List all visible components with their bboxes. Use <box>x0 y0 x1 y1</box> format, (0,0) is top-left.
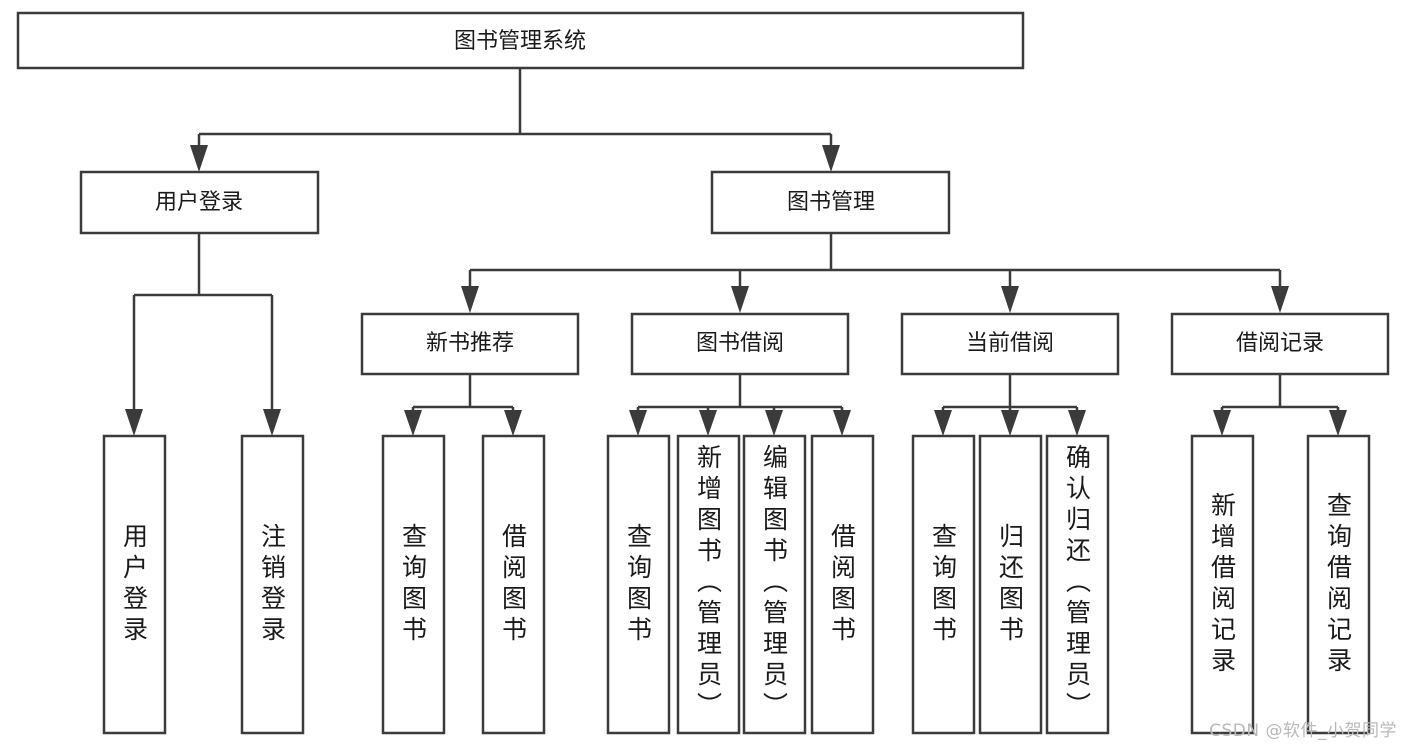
node-root[interactable]: 图书管理系统 <box>16 11 1025 70</box>
node-new-book-recommend[interactable]: 新书推荐 <box>360 312 580 376</box>
leaf-query-book-3-box[interactable] <box>911 434 976 735</box>
connector-currentborrow-to-leaves <box>941 374 1079 412</box>
connector-newbook-to-leaves <box>411 374 515 412</box>
node-book-management-label: 图书管理 <box>787 190 875 215</box>
node-root-label: 图书管理系统 <box>454 29 586 54</box>
arrowhead-book-management <box>822 145 840 172</box>
connector-layer <box>125 68 1347 436</box>
node-book-borrow[interactable]: 图书借阅 <box>630 312 850 376</box>
connector-bookmgmt-to-bus <box>468 233 1282 287</box>
connector-userlogin-to-bus <box>132 233 274 410</box>
node-user-login[interactable]: 用户登录 <box>79 170 320 235</box>
arrowhead-leaf-borrow-book-2 <box>833 410 851 436</box>
node-borrow-record-box[interactable] <box>1170 312 1390 376</box>
leaf-query-book-1-box[interactable] <box>381 434 446 735</box>
node-borrow-record-label: 借阅记录 <box>1236 331 1324 356</box>
csdn-watermark: CSDN @软件_小贺同学 <box>1209 721 1397 741</box>
leaf-user-login-box[interactable] <box>102 434 167 735</box>
connector-root-to-bus <box>197 68 833 146</box>
leaf-borrow-book-1-box[interactable] <box>481 434 546 735</box>
leaf-return-book-box[interactable] <box>978 434 1043 735</box>
node-current-borrow-label: 当前借阅 <box>966 331 1054 356</box>
node-new-book-recommend-box[interactable] <box>360 312 580 376</box>
arrowhead-leaf-query-book-2 <box>629 410 647 436</box>
leaf-nodes-layer <box>102 434 1371 735</box>
leaf-borrow-book-2-box[interactable] <box>810 434 875 735</box>
arrowhead-current-borrow <box>1001 286 1019 313</box>
leaf-confirm-return-box[interactable] <box>1045 434 1110 735</box>
node-current-borrow-box[interactable] <box>900 312 1120 376</box>
node-user-login-label: 用户登录 <box>155 190 243 215</box>
arrowhead-leaf-logout-login <box>263 409 281 436</box>
node-book-borrow-box[interactable] <box>630 312 850 376</box>
arrowhead-leaf-add-record <box>1213 410 1231 436</box>
node-book-management-box[interactable] <box>710 170 951 235</box>
connector-borrowrecord-to-leaves <box>1220 374 1340 412</box>
arrowhead-book-borrow <box>731 286 749 313</box>
arrowhead-leaf-query-record <box>1329 410 1347 436</box>
node-book-borrow-label: 图书借阅 <box>696 331 784 356</box>
arrowhead-leaf-user-login <box>125 409 143 436</box>
arrowhead-borrow-record <box>1271 286 1289 313</box>
arrowhead-leaf-add-book <box>699 410 717 436</box>
arrowhead-leaf-confirm-return <box>1068 410 1086 436</box>
leaf-query-record-box[interactable] <box>1306 434 1371 735</box>
node-user-login-box[interactable] <box>79 170 320 235</box>
arrowhead-leaf-borrow-book-1 <box>504 410 522 436</box>
node-new-book-recommend-label: 新书推荐 <box>426 331 514 356</box>
arrowhead-leaf-return-book <box>1001 410 1019 436</box>
node-current-borrow[interactable]: 当前借阅 <box>900 312 1120 376</box>
leaf-add-book-box[interactable] <box>676 434 741 735</box>
arrowhead-new-book-recommend <box>461 286 479 313</box>
node-book-management[interactable]: 图书管理 <box>710 170 951 235</box>
arrowhead-leaf-query-book-1 <box>404 410 422 436</box>
arrowhead-leaf-query-book-3 <box>934 410 952 436</box>
arrowhead-leaf-edit-book <box>765 410 783 436</box>
node-borrow-record[interactable]: 借阅记录 <box>1170 312 1390 376</box>
leaf-logout-login-box[interactable] <box>240 434 305 735</box>
leaf-edit-book-box[interactable] <box>742 434 807 735</box>
arrowhead-user-login <box>190 145 208 172</box>
leaf-query-book-2-box[interactable] <box>606 434 671 735</box>
connector-bookborrow-to-leaves <box>636 374 844 412</box>
node-root-box[interactable] <box>16 11 1025 70</box>
leaf-add-record-box[interactable] <box>1190 434 1255 735</box>
